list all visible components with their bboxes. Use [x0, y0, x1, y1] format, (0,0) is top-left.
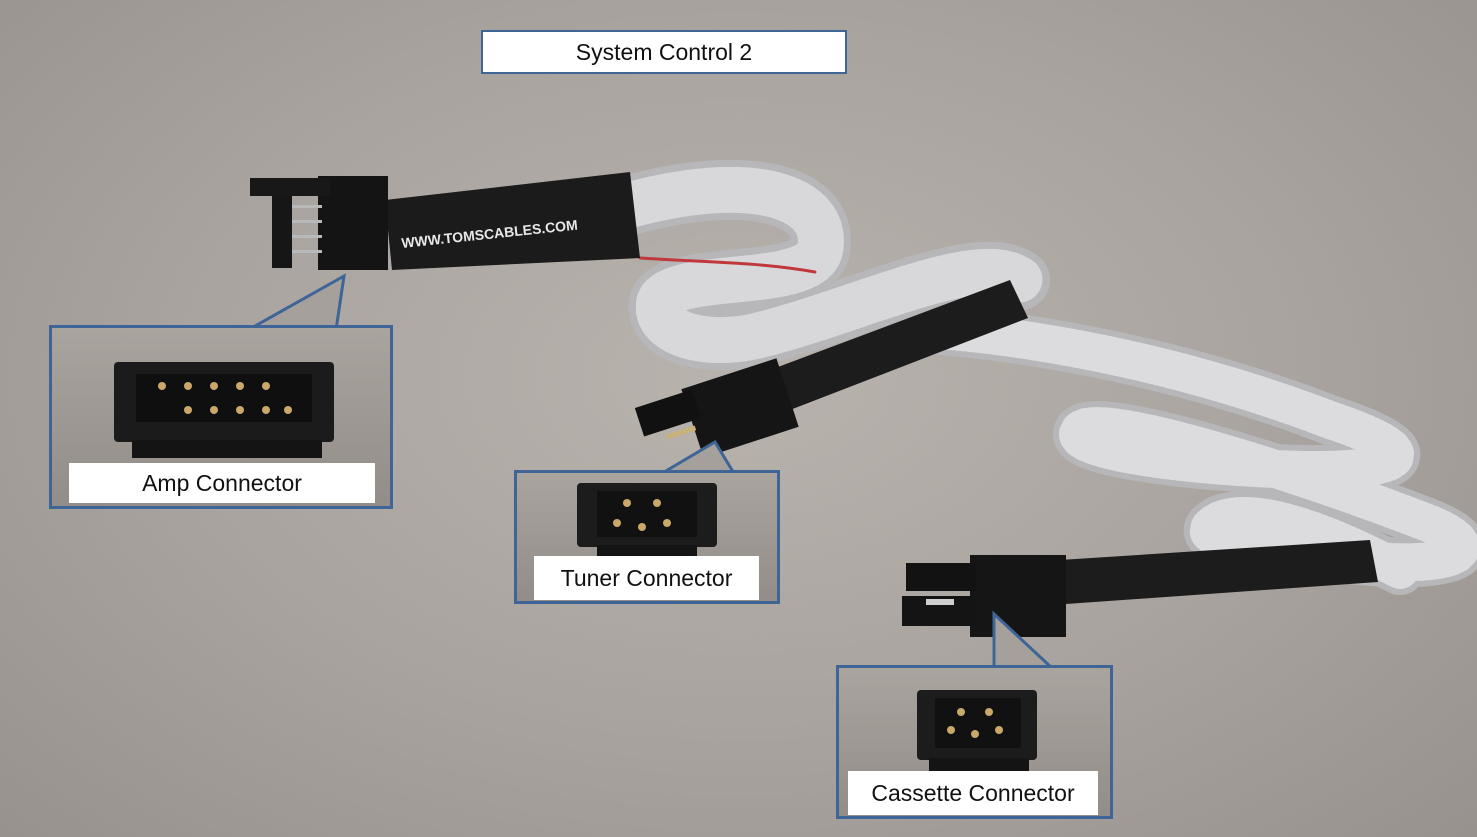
tuner-connector-callout: Tuner Connector	[514, 470, 780, 604]
tuner-connector-label: Tuner Connector	[534, 556, 759, 600]
cassette-callout-pointer	[992, 610, 1054, 670]
amp-callout-pointer	[247, 273, 346, 332]
ribbon-cable	[600, 159, 1477, 595]
cassette-connector-label: Cassette Connector	[848, 771, 1098, 815]
page-title: System Control 2	[481, 30, 847, 74]
cassette-connector-callout: Cassette Connector	[836, 665, 1113, 819]
amp-connector-cable-end	[250, 172, 640, 270]
amp-connector-closeup	[114, 362, 334, 458]
cassette-connector-cable-end	[902, 540, 1378, 637]
cassette-connector-closeup	[917, 690, 1037, 772]
tuner-callout-pointer	[658, 440, 737, 476]
page-title-text: System Control 2	[575, 38, 753, 65]
tuner-connector-closeup	[577, 483, 717, 559]
amp-connector-callout: Amp Connector	[49, 325, 393, 509]
tuner-connector-cable-end	[634, 280, 1028, 458]
amp-connector-label: Amp Connector	[69, 463, 375, 503]
